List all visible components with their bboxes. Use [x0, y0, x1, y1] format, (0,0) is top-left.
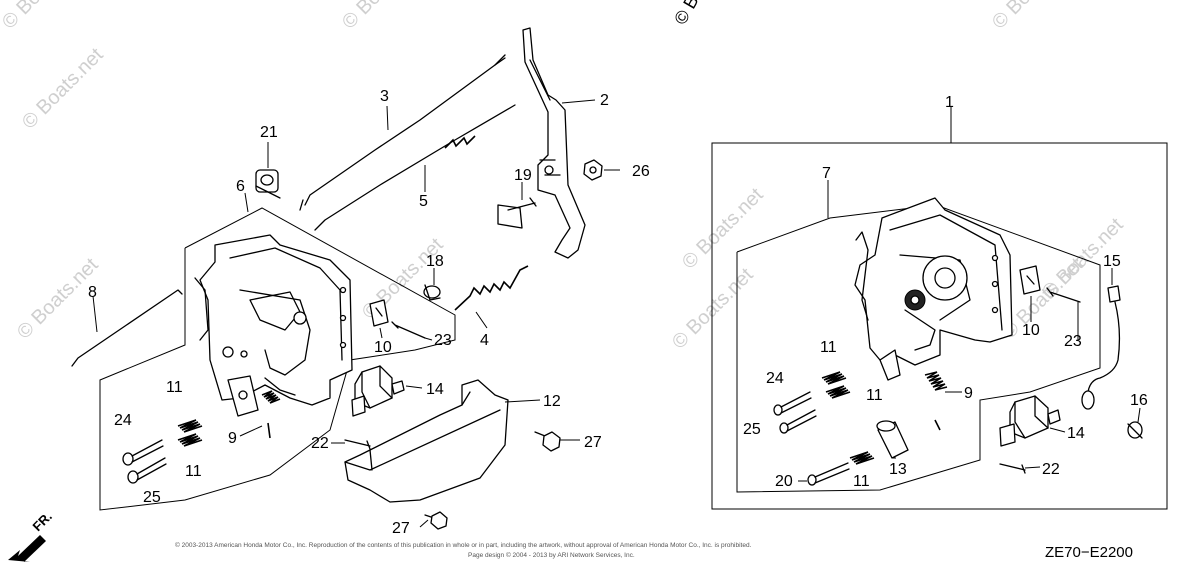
callout-5: 5 — [419, 193, 428, 210]
switch-part-14-right — [999, 395, 1061, 447]
copyright-line-1: © 2003-2013 American Honda Motor Co., In… — [175, 541, 752, 549]
callout-13: 13 — [889, 461, 907, 478]
spring-part-4 — [454, 265, 529, 311]
watermark-text: © Boats.net — [0, 0, 88, 34]
watermark-text: © Boats.net — [678, 184, 768, 274]
clamp-part-10-right — [1019, 265, 1041, 295]
rod-part-8 — [71, 289, 183, 367]
callout-11-left-b: 11 — [185, 463, 202, 480]
spring-part-11-left-a — [177, 419, 203, 433]
copyright-mark: © B — [670, 0, 702, 28]
clip-part-16 — [1127, 421, 1143, 439]
clamp-part-10-left — [369, 299, 389, 327]
control-plate-part-6 — [194, 234, 353, 417]
callout-12: 12 — [543, 393, 561, 410]
spring-part-11-right-b — [825, 385, 851, 399]
rod-part-3 — [304, 54, 506, 206]
control-plate-part-7 — [854, 197, 1013, 381]
callout-23-right: 23 — [1064, 333, 1082, 350]
clip-part-21 — [255, 169, 281, 199]
callout-18: 18 — [426, 253, 444, 270]
callout-23-left: 23 — [434, 332, 452, 349]
watermark-text: © Boats.net — [338, 0, 428, 34]
callout-2: 2 — [600, 92, 609, 109]
watermark-text: © Boats.net — [18, 44, 108, 134]
right-group-outline-part-7 — [736, 204, 1101, 493]
callout-11-right-c: 11 — [853, 473, 870, 490]
screw-part-23-left — [391, 321, 426, 339]
callout-14-right: 14 — [1067, 425, 1085, 442]
callout-27-lower: 27 — [392, 520, 410, 537]
callout-25-right: 25 — [743, 421, 761, 438]
callout-20: 20 — [775, 473, 793, 490]
callout-10-left: 10 — [374, 339, 392, 356]
callout-19: 19 — [514, 167, 532, 184]
front-arrow-icon — [8, 535, 46, 562]
callout-3: 3 — [380, 88, 389, 105]
callout-15: 15 — [1103, 253, 1121, 270]
callout-26: 26 — [632, 163, 650, 180]
callout-22-left: 22 — [311, 435, 329, 452]
leader-lines — [92, 99, 1141, 528]
callout-6: 6 — [236, 178, 245, 195]
spring-part-5 — [444, 135, 476, 149]
callout-9-right: 9 — [964, 385, 973, 402]
spring-part-11-right-a — [821, 371, 847, 385]
callout-21: 21 — [260, 124, 278, 141]
callout-11-right-b: 11 — [866, 387, 883, 404]
cover-part-12 — [344, 379, 509, 503]
left-group-outline — [99, 207, 456, 511]
screw-part-25-left — [127, 457, 167, 484]
front-direction-indicator: FR. — [8, 509, 55, 562]
wire-part-15 — [1081, 285, 1121, 410]
nut-part-26 — [583, 159, 603, 181]
lever-part-2 — [522, 27, 586, 259]
switch-part-14-left — [351, 365, 405, 417]
callout-9-left: 9 — [228, 430, 237, 447]
screw-part-18 — [423, 284, 441, 301]
watermark-text: © Boats.net — [668, 264, 758, 354]
screw-part-22-left — [344, 439, 371, 450]
spring-part-9-left — [261, 390, 281, 439]
spring-part-11-right-c — [849, 451, 875, 465]
spring-part-11-left-b — [177, 433, 203, 447]
screw-part-23-right — [1046, 287, 1081, 303]
callout-1: 1 — [945, 94, 954, 111]
front-label: FR. — [30, 509, 55, 534]
screw-part-25-right — [779, 409, 817, 434]
callout-4: 4 — [480, 332, 489, 349]
right-box-part-1 — [711, 142, 1168, 510]
callout-14-left: 14 — [426, 381, 444, 398]
rod-part-5 — [314, 104, 516, 231]
callout-7: 7 — [822, 165, 831, 182]
callout-11-right-a: 11 — [820, 339, 837, 356]
callout-24-right: 24 — [766, 370, 784, 387]
screw-part-24-right — [773, 391, 812, 416]
watermark-text: © Boats.net — [988, 0, 1078, 34]
callout-27-upper: 27 — [584, 434, 602, 451]
callout-11-left-a: 11 — [166, 379, 183, 396]
screw-part-22-right — [999, 463, 1026, 474]
callout-22-right: 22 — [1042, 461, 1060, 478]
callouts: 3 2 21 26 19 6 5 18 8 23 4 10 11 14 12 2… — [88, 88, 1148, 537]
spring-part-9-right — [924, 371, 948, 431]
callout-25-left: 25 — [143, 489, 161, 506]
bolt-part-27-upper — [534, 431, 561, 452]
callout-24-left: 24 — [114, 412, 132, 429]
bracket-part-19 — [497, 197, 537, 229]
callout-10-right: 10 — [1022, 322, 1040, 339]
callout-16: 16 — [1130, 392, 1148, 409]
screw-part-20 — [807, 462, 850, 486]
copyright-line-2: Page design © 2004 - 2013 by ARI Network… — [468, 551, 635, 559]
sleeve-part-13 — [876, 420, 909, 459]
callout-8: 8 — [88, 284, 97, 301]
diagram-code: ZE70−E2200 — [1045, 544, 1133, 561]
bolt-part-27-lower — [424, 511, 448, 530]
screw-part-24-left — [122, 439, 164, 466]
rod-part-3-end — [299, 57, 506, 211]
